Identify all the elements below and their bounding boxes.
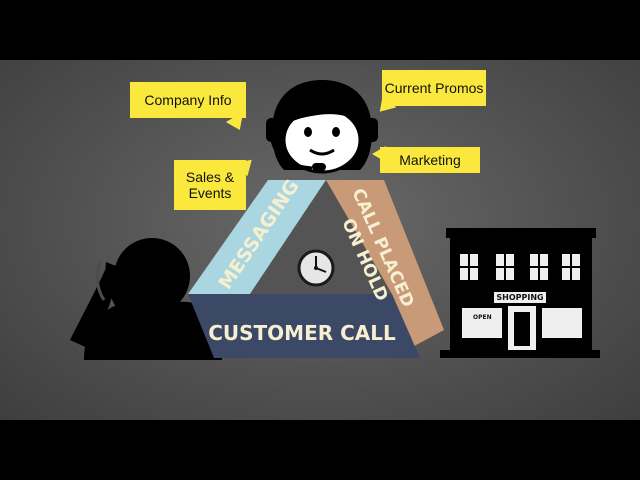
segment-customer-call [188,294,420,358]
caller-phone-icon [70,238,222,360]
bubble-current-promos: Current Promos [382,70,486,106]
bubble-text: Company Info [144,92,232,108]
bubble-text: Marketing [399,152,461,168]
bubble-sales-events: Sales & Events [174,160,246,210]
process-triangle [188,180,444,358]
storefront-icon [440,228,600,358]
bubble-text: Current Promos [384,80,484,96]
segment-call-on-hold [326,180,444,358]
bubble-marketing: Marketing [380,147,480,173]
clock-icon [297,249,335,287]
segment-messaging [188,180,326,294]
label-customer-call: CUSTOMER CALL [208,321,396,345]
bubble-company-info: Company Info [130,82,246,118]
bubble-text: Events [188,185,232,201]
shop-sign: SHOPPING [494,292,546,303]
bubble-text: Sales & [185,169,235,185]
agent-headset-icon [266,80,378,174]
open-sign: OPEN [473,314,492,322]
